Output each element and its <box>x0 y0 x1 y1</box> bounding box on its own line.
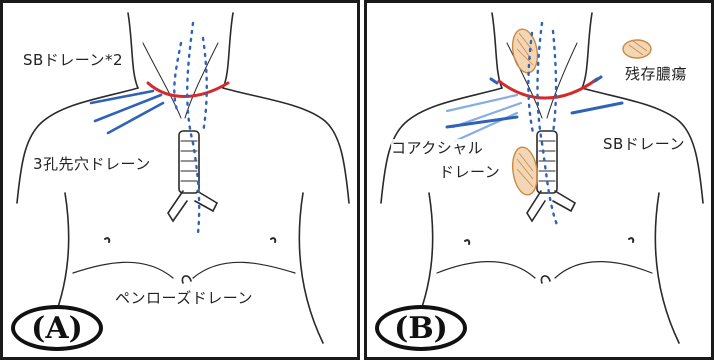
label-sb-drain-b: SBドレーン <box>603 135 685 153</box>
label-coaxial-line2: ドレーン <box>439 163 500 181</box>
label-penrose-drain: ペンローズドレーン <box>115 289 253 307</box>
panel-b: 残存膿瘍 SBドレーン コアクシャル ドレーン (B) <box>364 0 714 360</box>
label-sb-drain: SBドレーン*2 <box>23 51 123 69</box>
label-coaxial-line1: コアクシャル <box>391 139 483 157</box>
label-residual-abscess: 残存膿瘍 <box>625 65 687 83</box>
panel-b-badge: (B) <box>375 305 467 351</box>
panel-a: SBドレーン*2 3孔先穴ドレーン ペンローズドレーン (A) <box>0 0 360 360</box>
panel-a-badge: (A) <box>11 305 103 351</box>
label-three-hole-drain: 3孔先穴ドレーン <box>33 155 151 173</box>
